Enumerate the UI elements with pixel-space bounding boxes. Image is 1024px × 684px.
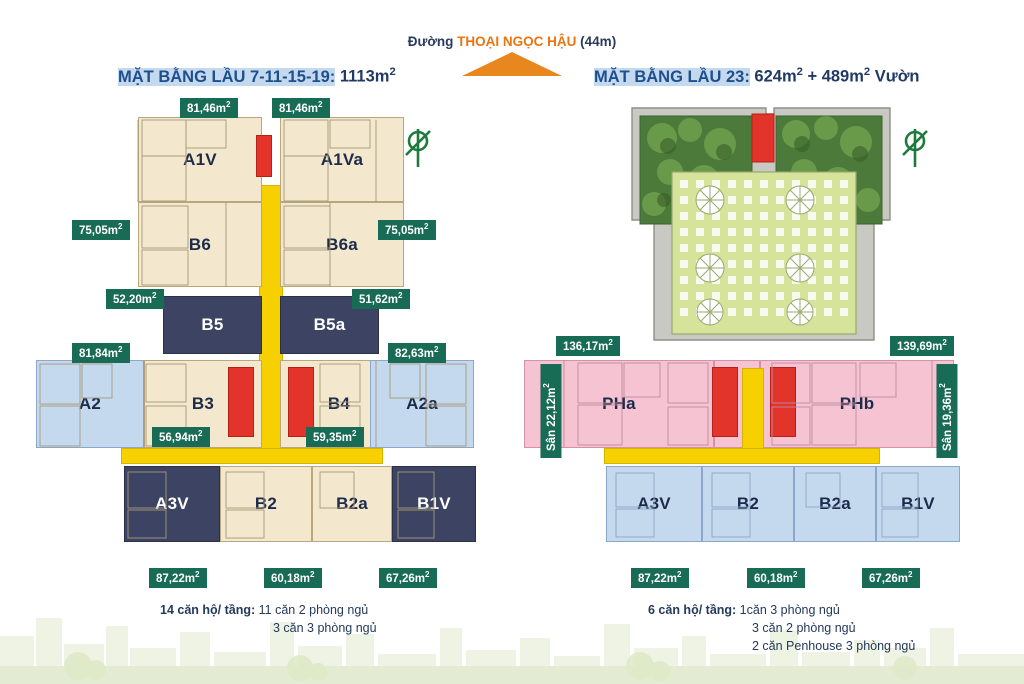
unit-b2a-right[interactable]: B2a — [794, 466, 876, 542]
right-plan-title-sup1: 2 — [796, 66, 803, 78]
right-plan-title-sup2: 2 — [863, 66, 871, 78]
unit-label: B1V — [901, 494, 935, 513]
area-tag: 51,62m2 — [352, 289, 410, 310]
area-tag: 81,46m2 — [180, 98, 238, 119]
left-plan-title-sup: 2 — [389, 66, 396, 78]
legend-line-2: 3 căn 2 phòng ngủ — [752, 621, 856, 636]
unit-a3v[interactable]: A3V — [124, 466, 220, 542]
elevator-left-1 — [228, 367, 254, 437]
core-corridor-left — [259, 185, 283, 455]
road-name: THOẠI NGỌC HẬU — [457, 34, 577, 49]
unit-b2-right[interactable]: B2 — [702, 466, 794, 542]
unit-label: B3 — [191, 394, 215, 413]
left-plan-title: MẶT BẰNG LẦU 7-11-15-19: 1113m2 — [118, 66, 396, 87]
area-tag: 75,05m2 — [72, 220, 130, 241]
roof-garden — [631, 107, 891, 341]
elevator-right-1 — [712, 367, 738, 437]
unit-label: A3V — [637, 494, 671, 513]
road-suffix: (44m) — [576, 34, 617, 49]
unit-label: A2a — [406, 394, 438, 413]
area-tag: 60,18m2 — [747, 568, 805, 589]
unit-b2[interactable]: B2 — [220, 466, 312, 542]
legend-line-1: 6 căn hộ/ tầng: 1căn 3 phòng ngủ — [648, 601, 915, 619]
unit-a1va[interactable]: A1Va — [280, 117, 404, 202]
legend-line-1-bold: 6 căn hộ/ tầng: — [648, 603, 737, 617]
compass-icon-left — [405, 129, 431, 167]
elevator-left-2 — [288, 367, 314, 437]
area-tag: 52,20m2 — [106, 289, 164, 310]
unit-b1v[interactable]: B1V — [392, 466, 476, 542]
unit-label: B5 — [201, 315, 224, 334]
area-tag-vertical-right: Sân 19,36m2 — [936, 364, 958, 458]
unit-b1v-right[interactable]: B1V — [876, 466, 960, 542]
unit-label: B2a — [819, 494, 851, 513]
unit-a3v-right[interactable]: A3V — [606, 466, 702, 542]
unit-label: B2 — [254, 494, 278, 513]
area-tag: 136,17m2 — [556, 336, 620, 357]
legend-line-1: 14 căn hộ/ tầng: 11 căn 2 phòng ngủ — [160, 601, 377, 619]
right-plan-title-rest: Vườn — [870, 67, 920, 86]
legend-line-2: 3 căn 3 phòng ngủ — [273, 621, 377, 636]
unit-b5[interactable]: B5 — [163, 296, 262, 354]
right-plan-title: MẶT BẰNG LẦU 23: 624m2 + 489m2 Vườn — [594, 66, 920, 87]
compass-icon-right — [902, 129, 928, 167]
left-plan-legend: 14 căn hộ/ tầng: 11 căn 2 phòng ngủ 3 că… — [160, 601, 377, 637]
unit-label: A3V — [155, 494, 189, 513]
area-tag: 56,94m2 — [152, 427, 210, 448]
unit-label: B6 — [188, 234, 212, 254]
right-plan-title-plus: + 489m — [802, 67, 864, 86]
unit-label: A2 — [78, 394, 102, 413]
unit-label: B1V — [417, 494, 451, 513]
area-tag: 81,46m2 — [272, 98, 330, 119]
legend-line-3: 2 căn Penhouse 3 phòng ngủ — [752, 639, 916, 654]
road-label: Đường THOẠI NGỌC HẬU (44m) — [0, 34, 1024, 49]
unit-label: A1Va — [320, 149, 364, 169]
unit-b6a[interactable]: B6a — [280, 202, 404, 287]
area-tag: 87,22m2 — [631, 568, 689, 589]
skyline-background — [0, 618, 1024, 684]
unit-label: B6a — [326, 234, 358, 254]
area-tag: 75,05m2 — [378, 220, 436, 241]
legend-line-1-rest: 11 căn 2 phòng ngủ — [255, 603, 369, 617]
elevator-right-2 — [770, 367, 796, 437]
unit-label: B4 — [327, 394, 351, 413]
unit-b2a[interactable]: B2a — [312, 466, 392, 542]
left-plan-title-bold: MẶT BẰNG LẦU 7-11-15-19: — [118, 67, 336, 86]
unit-label: PHa — [602, 394, 636, 413]
unit-b6[interactable]: B6 — [138, 202, 262, 287]
area-tag: 82,63m2 — [388, 343, 446, 364]
area-tag: 87,22m2 — [149, 568, 207, 589]
unit-label: PHb — [839, 394, 875, 413]
area-tag: 59,35m2 — [306, 427, 364, 448]
road-direction-arrow — [462, 52, 562, 76]
unit-a1v[interactable]: A1V — [138, 117, 262, 202]
unit-label: B2a — [336, 494, 368, 513]
area-tag: 139,69m2 — [890, 336, 954, 357]
right-plan-title-area1: 624m — [749, 67, 797, 86]
unit-label: B2 — [736, 494, 760, 513]
right-plan-legend: 6 căn hộ/ tầng: 1căn 3 phòng ngủ 3 căn 2… — [648, 601, 915, 655]
legend-line-1-bold: 14 căn hộ/ tầng: — [160, 603, 256, 617]
legend-line-1-rest: 1căn 3 phòng ngủ — [736, 603, 840, 617]
right-plan-title-bold: MẶT BẰNG LẦU 23: — [594, 67, 750, 86]
corridor-horizontal-left — [121, 448, 383, 464]
unit-a2[interactable]: A2 — [36, 360, 144, 448]
unit-label: A1V — [183, 149, 217, 169]
unit-label: B5a — [313, 315, 346, 334]
unit-a2a[interactable]: A2a — [370, 360, 474, 448]
area-tag: 67,26m2 — [862, 568, 920, 589]
road-prefix: Đường — [407, 34, 458, 49]
area-tag: 67,26m2 — [379, 568, 437, 589]
area-tag: 60,18m2 — [264, 568, 322, 589]
area-tag: 81,84m2 — [72, 343, 130, 364]
left-plan-title-area: 1113m — [335, 67, 390, 86]
stair-left-top — [256, 135, 272, 177]
area-tag-vertical-left: Sân 22,12m2 — [540, 364, 562, 458]
corridor-horizontal-right — [604, 448, 880, 464]
